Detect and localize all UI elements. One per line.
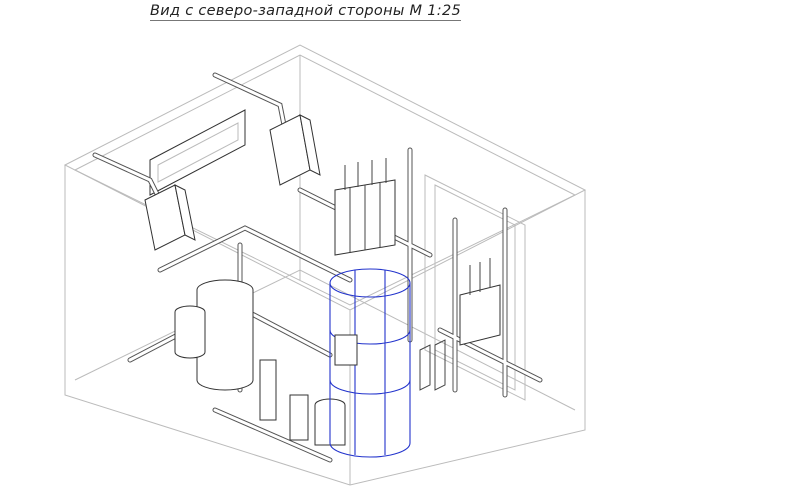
- room-walls: [63, 44, 587, 486]
- manifold-panels: [334, 158, 501, 346]
- hot-water-tank: [329, 268, 411, 458]
- drawing-title: Вид с северо-западной стороны М 1:25: [150, 3, 462, 21]
- door: [424, 174, 526, 401]
- boiler-right: [269, 114, 321, 186]
- storage-tanks: [174, 279, 346, 446]
- boiler-left: [144, 184, 196, 251]
- window: [149, 109, 246, 196]
- valves: [419, 258, 491, 391]
